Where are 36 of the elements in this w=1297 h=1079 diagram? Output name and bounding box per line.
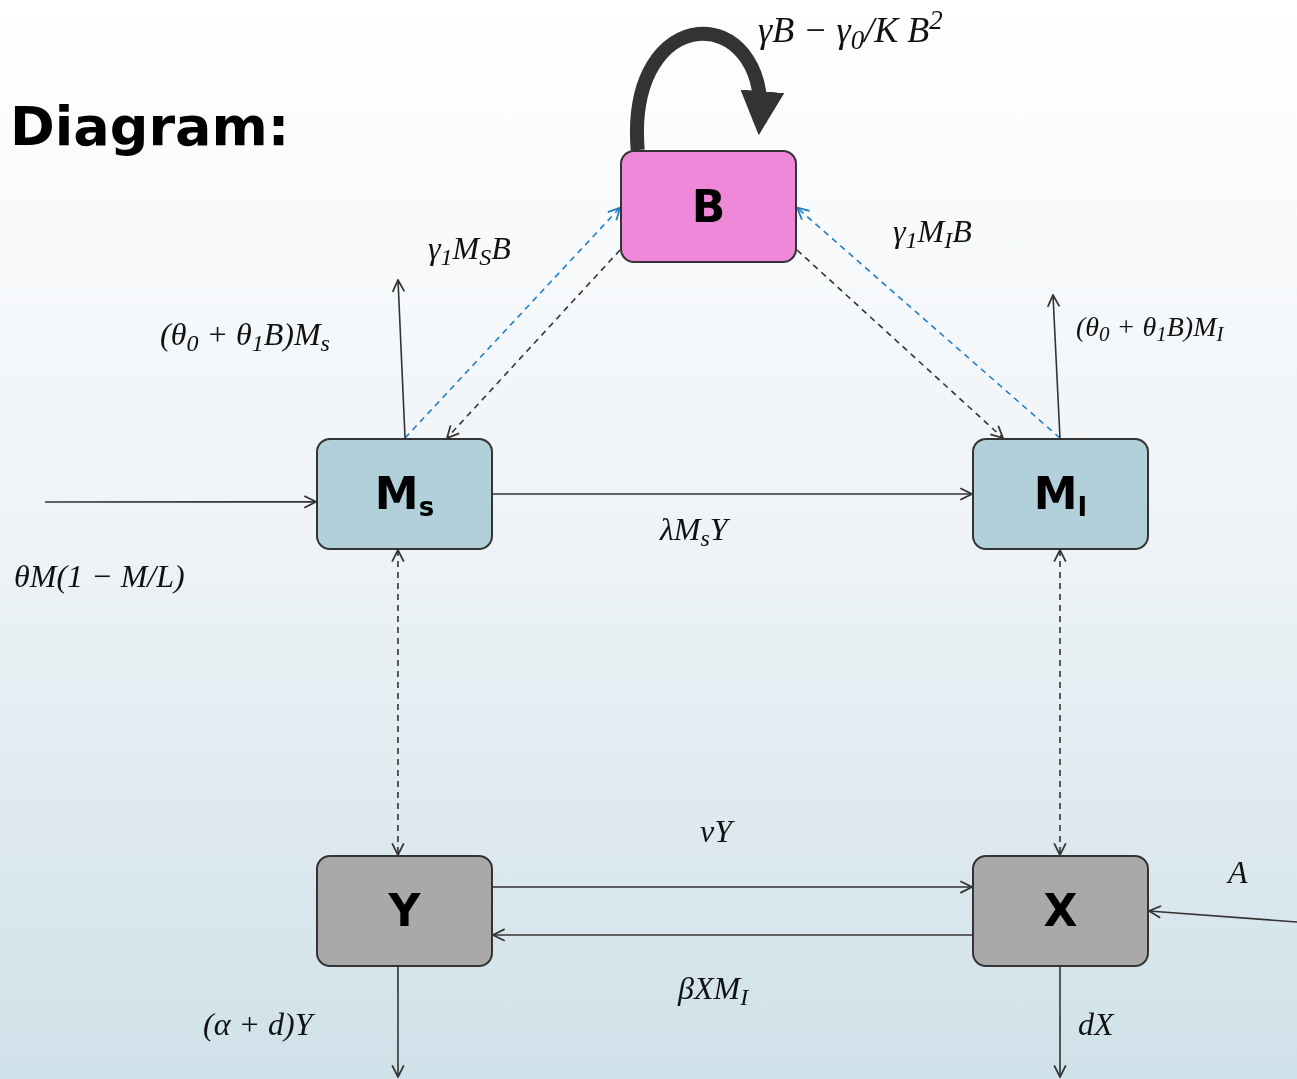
state-box xyxy=(972,438,1149,550)
self-loop-arrow xyxy=(630,27,782,151)
edge-label: dX xyxy=(1078,1008,1114,1040)
node-label: X xyxy=(1043,884,1078,938)
arrow xyxy=(492,487,973,501)
arrow xyxy=(1053,549,1067,856)
edge-label: θM(1 − M/L) xyxy=(14,560,185,592)
edge-label: βXM$_{I}$ xyxy=(678,972,749,1004)
state-box xyxy=(316,438,493,550)
diagram-title: Diagram: xyxy=(10,100,290,154)
node-label: M$_{s}$ xyxy=(374,467,435,524)
node-label: Y xyxy=(388,884,421,938)
arrow xyxy=(391,549,405,856)
edge-label: γ$_{1}$M$_{S}$B xyxy=(428,232,511,264)
arrow xyxy=(1046,294,1061,439)
arrow xyxy=(391,279,406,439)
arrow xyxy=(1148,905,1297,923)
arrow xyxy=(1053,966,1067,1078)
edge-label: (θ$_{0}$ + θ$_{1}$B)M$_{s}$ xyxy=(160,318,330,350)
arrow xyxy=(446,249,621,439)
edge-label: (θ$_{0}$ + θ$_{1}$B)M$_{I}$ xyxy=(1076,313,1224,341)
state-box xyxy=(972,855,1149,967)
state-box xyxy=(316,855,493,967)
arrow xyxy=(492,880,973,894)
arrow xyxy=(796,249,1004,439)
edge-label: A xyxy=(1228,856,1248,888)
node-label: M$_{I}$ xyxy=(1033,467,1088,524)
edge-label: γB − γ$_{0}$/K B$^{2}$ xyxy=(758,12,943,48)
arrow xyxy=(391,966,405,1078)
node-label: B xyxy=(691,179,726,234)
arrow xyxy=(796,206,1061,439)
edge-label: γ$_{1}$M$_{I}$B xyxy=(893,215,972,247)
arrow xyxy=(404,206,621,439)
arrow xyxy=(492,928,973,942)
state-box xyxy=(620,150,797,263)
arrow xyxy=(44,495,317,509)
